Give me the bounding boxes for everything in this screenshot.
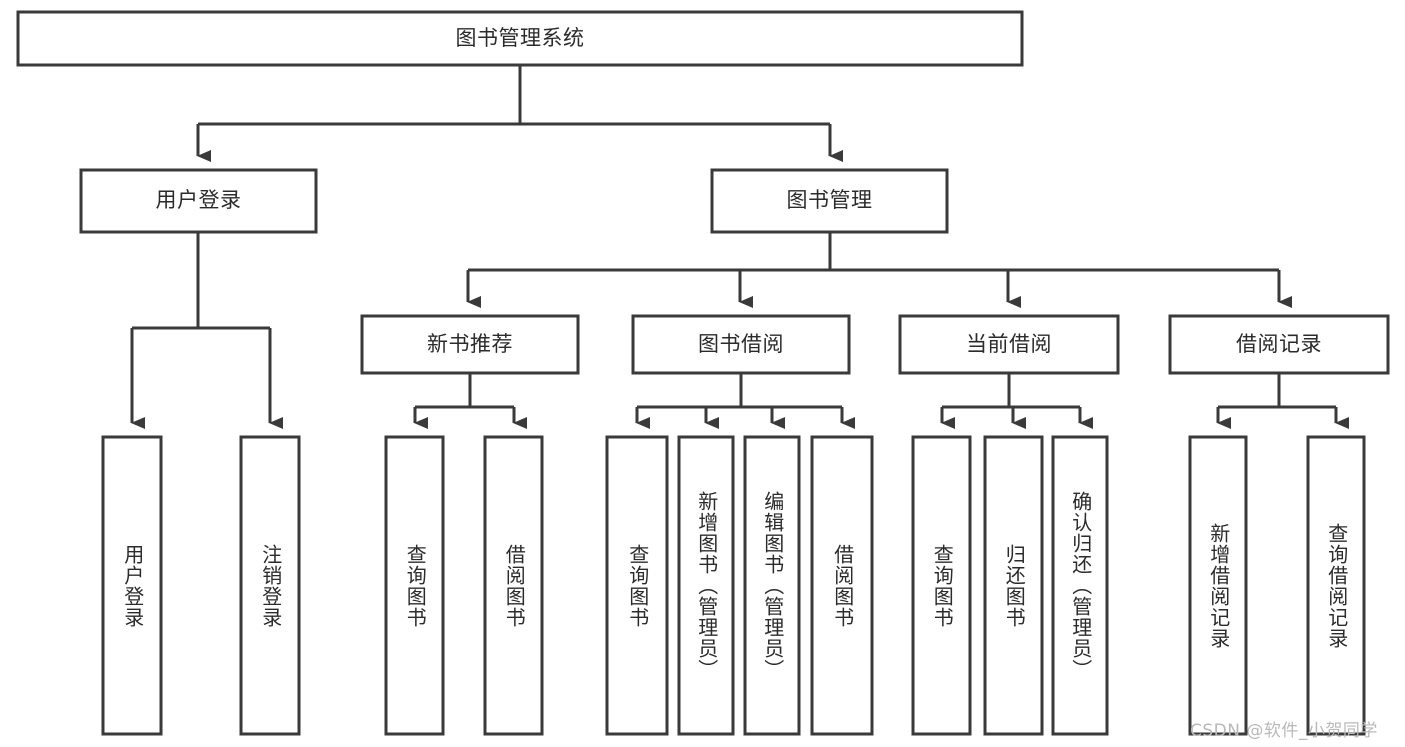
leaf-box-query-book-current[interactable] [911,435,972,736]
leaf-box-confirm-return-admin[interactable] [1051,435,1109,736]
leaf-box-query-borrow-record[interactable] [1306,435,1366,736]
leaf-box-query-book-rec[interactable] [384,435,445,736]
leaf-box-add-borrow-record[interactable] [1188,435,1248,736]
node-box-root[interactable] [16,10,1024,67]
node-box-current-borrow[interactable] [898,314,1120,375]
leaf-box-add-book-admin[interactable] [677,435,735,736]
leaf-box-borrow-book-rec[interactable] [483,435,544,736]
leaf-box-borrow-book[interactable] [810,435,874,736]
node-box-new-book-rec[interactable] [360,314,580,375]
node-box-book-borrow[interactable] [631,314,851,375]
leaf-box-return-book[interactable] [983,435,1044,736]
leaf-box-edit-book-admin[interactable] [743,435,801,736]
leaf-box-query-book-borrow[interactable] [605,435,669,736]
leaf-box-user-login[interactable] [101,435,163,736]
node-box-book-manage[interactable] [710,168,949,234]
node-box-borrow-record[interactable] [1168,314,1390,375]
leaf-box-user-logout[interactable] [239,435,301,736]
node-box-user-login[interactable] [79,168,318,234]
